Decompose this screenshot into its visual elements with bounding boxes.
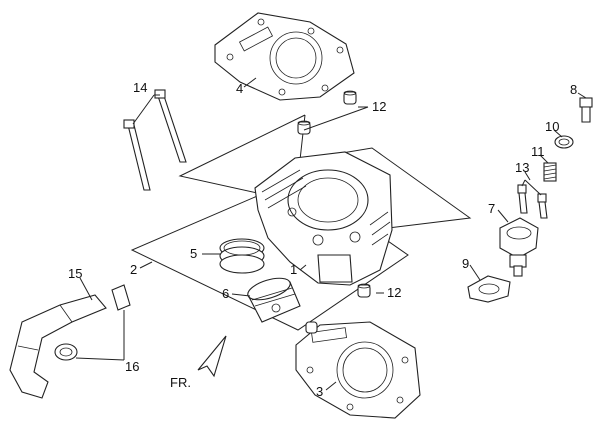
- water-hose: [9, 294, 107, 399]
- assembly-outline: [130, 114, 472, 331]
- front-direction-arrow-icon: [197, 335, 227, 378]
- callout-4: 4: [236, 81, 243, 96]
- tensioner-gasket: [467, 275, 511, 303]
- callout-16: 16: [125, 359, 139, 374]
- piston: [247, 277, 301, 323]
- callout-3: 3: [316, 384, 323, 399]
- leader-lines: [75, 77, 587, 391]
- dowel-pin-upper-a: [343, 90, 357, 105]
- callout-8: 8: [570, 82, 577, 97]
- callout-2: 2: [130, 262, 137, 277]
- callout-6: 6: [222, 286, 229, 301]
- sealing-washer: [554, 135, 574, 149]
- stud-bolt-left: [123, 119, 151, 191]
- dowel-pin-upper-b: [297, 120, 311, 135]
- tensioner-bolt-a: [517, 184, 528, 214]
- cylinder-head-gasket: [214, 12, 355, 101]
- front-direction-label: FR.: [170, 375, 191, 390]
- callout-10: 10: [545, 119, 559, 134]
- tensioner-spring: [543, 162, 557, 182]
- callout-9: 9: [462, 256, 469, 271]
- hose-clamp-upper: [111, 284, 131, 311]
- dowel-pin-base: [305, 321, 318, 334]
- chain-tensioner: [499, 217, 539, 277]
- piston-rings: [219, 238, 265, 274]
- callout-12-upper: 12: [372, 99, 386, 114]
- callout-14: 14: [133, 80, 147, 95]
- callout-11: 11: [531, 144, 545, 159]
- cylinder-base-gasket: [295, 321, 421, 419]
- cylinder-block: [254, 151, 393, 286]
- hose-clamp-lower: [54, 343, 78, 361]
- callout-7: 7: [488, 201, 495, 216]
- stud-bolt-right: [154, 89, 187, 163]
- tensioner-bolt-b: [537, 193, 548, 219]
- callout-12-lower: 12: [387, 285, 401, 300]
- callout-15: 15: [68, 266, 82, 281]
- callout-13: 13: [515, 160, 529, 175]
- cap-bolt: [579, 97, 593, 123]
- dowel-pin-lower: [357, 283, 371, 298]
- callout-1: 1: [290, 262, 297, 277]
- callout-5: 5: [190, 246, 197, 261]
